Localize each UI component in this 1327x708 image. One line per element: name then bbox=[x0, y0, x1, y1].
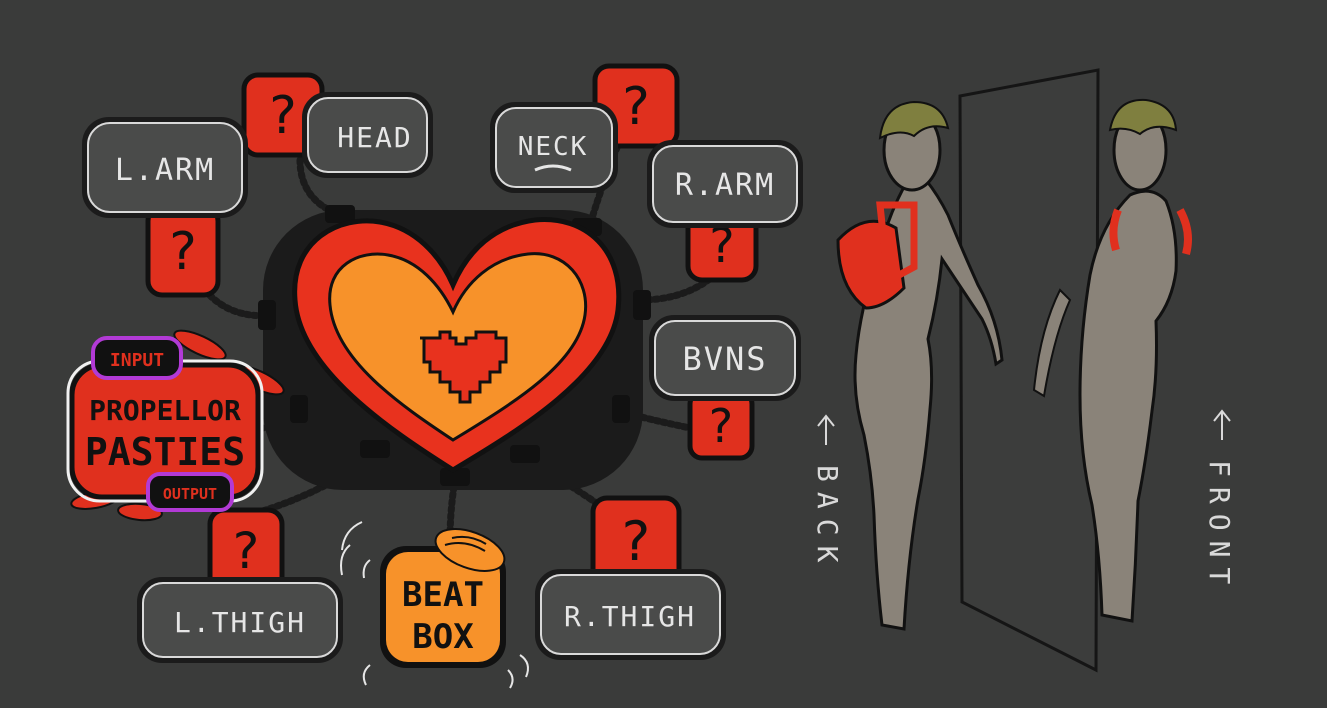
back-label-group: BACK bbox=[811, 414, 844, 572]
figure-back-view bbox=[836, 100, 1004, 631]
slot-l-arm: L.ARM bbox=[82, 117, 248, 218]
heart-core bbox=[258, 205, 651, 490]
hair bbox=[1108, 98, 1178, 136]
pixel-heart-icon bbox=[420, 330, 508, 404]
beat-box: BEAT BOX bbox=[340, 521, 529, 689]
arrow-up-icon bbox=[1213, 409, 1231, 440]
input-tag: INPUT bbox=[91, 336, 183, 380]
front-label: FRONT bbox=[1203, 460, 1236, 594]
hair bbox=[878, 100, 950, 140]
output-tag: OUTPUT bbox=[146, 472, 234, 512]
mirror-panel bbox=[958, 68, 1100, 673]
unknown-slot-buns: ? bbox=[687, 389, 755, 461]
propellor-pasties: PROPELLOR PASTIES INPUT OUTPUT bbox=[66, 329, 285, 522]
back-label: BACK bbox=[811, 465, 844, 572]
slot-neck: NECK bbox=[490, 102, 618, 193]
front-label-group: FRONT bbox=[1203, 409, 1236, 594]
slot-l-thigh: L.THIGH bbox=[137, 577, 343, 663]
arrow-up-icon bbox=[817, 414, 835, 445]
unknown-slot-l-arm: ? bbox=[145, 204, 221, 298]
squiggle-mark bbox=[534, 164, 572, 172]
slot-r-arm: R.ARM bbox=[647, 140, 803, 228]
slot-r-thigh: R.THIGH bbox=[535, 569, 726, 660]
slot-head: HEAD bbox=[302, 92, 433, 178]
slot-buns: BVNS bbox=[649, 315, 801, 401]
figure-front-view bbox=[1032, 98, 1192, 623]
hand-tapping-icon bbox=[434, 528, 506, 572]
vibration-lines bbox=[340, 521, 529, 689]
